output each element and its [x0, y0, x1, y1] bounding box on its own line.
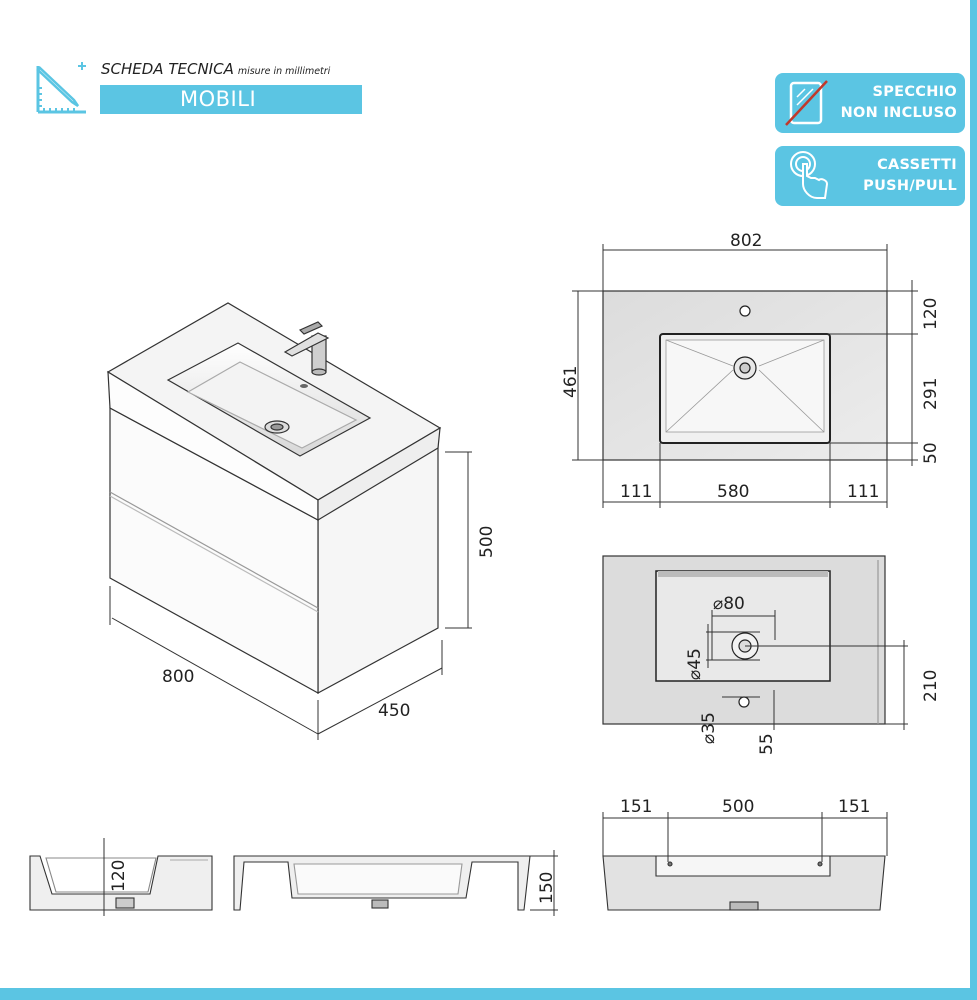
dim-top-width: 802 — [730, 231, 762, 251]
worktop-side — [317, 426, 441, 522]
holes-dimension-lines — [706, 610, 908, 730]
push-touch-icon — [785, 150, 831, 202]
title-subtitle: misure in millimetri — [237, 66, 331, 77]
section-tap-hole — [738, 696, 750, 708]
plan-tap-hole — [739, 305, 751, 317]
dim-back-center: 500 — [722, 797, 754, 817]
badge-2-line1: CASSETTI — [877, 157, 957, 173]
badge-mirror-not-included: SPECCHIO NON INCLUSO — [775, 73, 965, 133]
isometric-dimension-lines — [109, 451, 472, 740]
ruler-pencil-icon — [34, 60, 90, 116]
dim-right-offset: 111 — [847, 482, 879, 502]
holes-section-view — [602, 555, 886, 725]
dim-width: 800 — [162, 667, 194, 687]
dim-tap-hole-diameter: ⌀35 — [699, 712, 719, 744]
frame-bottom-border — [0, 988, 977, 1000]
faucet-icon — [283, 321, 330, 376]
badge-push-pull-drawers: CASSETTI PUSH/PULL — [775, 146, 965, 206]
dim-top-height: 150 — [537, 872, 557, 904]
dim-basin-length: 291 — [921, 378, 941, 410]
dim-back-left: 151 — [620, 797, 652, 817]
badge-1-line2: NON INCLUSO — [840, 105, 957, 121]
category-label: MOBILI — [180, 87, 257, 111]
dim-top-depth: 461 — [561, 366, 581, 398]
dim-drain-diameter: ⌀80 — [713, 594, 745, 614]
top-plan-view — [602, 290, 888, 461]
back-section-view — [602, 855, 886, 911]
mirror-crossed-icon — [783, 79, 829, 127]
back-dimension-lines — [602, 812, 888, 862]
dim-tap-position: 55 — [757, 733, 777, 755]
title-text: SCHEDA TECNICA — [101, 60, 234, 78]
dim-basin-width: 580 — [717, 482, 749, 502]
category-banner: MOBILI — [100, 85, 362, 114]
overflow-hole — [300, 384, 308, 388]
dim-tap-offset: 120 — [921, 298, 941, 330]
badge-1-line1: SPECCHIO — [872, 84, 957, 100]
dim-front-margin: 50 — [921, 442, 941, 464]
dim-drain-hole: ⌀45 — [685, 648, 705, 680]
dim-left-offset: 111 — [620, 482, 652, 502]
dim-drain-position: 210 — [921, 670, 941, 702]
cabinet-isometric-view — [106, 302, 442, 695]
dim-depth: 450 — [378, 701, 410, 721]
dim-height: 500 — [477, 526, 497, 558]
plan-dimension-lines — [572, 244, 918, 508]
front-section-view — [233, 855, 531, 911]
side-section-view — [29, 855, 213, 911]
frame-right-border — [970, 0, 977, 1000]
badge-2-line2: PUSH/PULL — [863, 178, 957, 194]
dim-back-right: 151 — [838, 797, 870, 817]
dim-basin-depth: 120 — [109, 860, 129, 892]
